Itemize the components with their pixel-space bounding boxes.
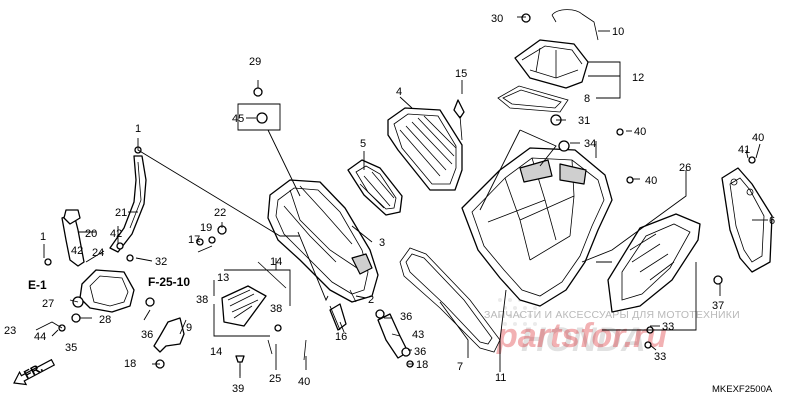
part-6-side-panel bbox=[721, 167, 773, 273]
callout-9: 9 bbox=[186, 322, 192, 334]
callout-8: 8 bbox=[584, 93, 590, 105]
callout-28: 28 bbox=[99, 314, 111, 326]
callout-38-b: 38 bbox=[270, 303, 282, 315]
callout-42-b: 42 bbox=[110, 228, 122, 240]
callout-42-a: 42 bbox=[71, 245, 83, 257]
part-26-side-cover bbox=[607, 213, 701, 313]
callout-45: 45 bbox=[232, 113, 244, 125]
watermark-caption: ЗАПЧАСТИ И АКСЕССУАРЫ ДЛЯ МОТОТЕХНИКИ bbox=[484, 309, 740, 321]
callout-19: 19 bbox=[200, 222, 212, 234]
callout-14-b: 14 bbox=[210, 346, 222, 358]
callout-numbers: 1 1 2 3 4 5 6 7 8 9 10 11 12 13 14 14 15… bbox=[4, 13, 775, 395]
callout-39: 39 bbox=[232, 383, 244, 395]
callout-34: 34 bbox=[584, 138, 596, 150]
part-9-drain-tube bbox=[153, 317, 185, 353]
callout-31: 31 bbox=[578, 115, 590, 127]
callout-10: 10 bbox=[612, 26, 624, 38]
callout-21: 21 bbox=[115, 207, 127, 219]
callout-24: 24 bbox=[92, 247, 104, 259]
parts-drawings bbox=[44, 9, 773, 376]
part-4-air-filter bbox=[387, 107, 463, 191]
ref-label-f2510: F-25-10 bbox=[148, 275, 190, 289]
callout-33-b: 33 bbox=[654, 351, 666, 363]
callout-14-a: 14 bbox=[270, 256, 282, 268]
callout-2: 2 bbox=[368, 294, 374, 306]
callout-6: 6 bbox=[769, 215, 775, 227]
callout-18-b: 18 bbox=[416, 359, 428, 371]
diagram-code: MKEXF2500A bbox=[712, 384, 773, 395]
leader-lines bbox=[35, 16, 768, 378]
callout-1-b: 1 bbox=[40, 231, 46, 243]
part-16-tube bbox=[329, 303, 347, 331]
callout-25: 25 bbox=[269, 373, 281, 385]
callout-30: 30 bbox=[491, 13, 503, 25]
callout-29: 29 bbox=[249, 56, 261, 68]
callout-40-b: 40 bbox=[634, 126, 646, 138]
watermark-logo-shadow: HONDA bbox=[521, 321, 646, 359]
callout-40-d: 40 bbox=[752, 132, 764, 144]
callout-7: 7 bbox=[457, 361, 463, 373]
front-direction-arrow: FR. bbox=[13, 358, 56, 386]
callout-5: 5 bbox=[360, 138, 366, 150]
part-3-air-cleaner-case bbox=[267, 179, 379, 303]
part-7-airbox-seal bbox=[399, 247, 501, 353]
callout-41: 41 bbox=[738, 144, 750, 156]
callout-38-a: 38 bbox=[196, 294, 208, 306]
callout-12: 12 bbox=[632, 72, 644, 84]
callout-43: 43 bbox=[412, 329, 424, 341]
callout-26: 26 bbox=[679, 162, 691, 174]
callout-27: 27 bbox=[42, 298, 54, 310]
part-10-wire-clip bbox=[551, 9, 599, 41]
part-24-drain-tank bbox=[79, 269, 135, 313]
part-21-breather-hose bbox=[109, 155, 147, 253]
callout-15: 15 bbox=[455, 68, 467, 80]
callout-20: 20 bbox=[85, 228, 97, 240]
callout-33-a: 33 bbox=[662, 321, 674, 333]
callout-16: 16 bbox=[335, 331, 347, 343]
callout-32: 32 bbox=[155, 256, 167, 268]
callout-22: 22 bbox=[214, 207, 226, 219]
part-38-grille bbox=[221, 285, 267, 327]
ref-label-e1: E-1 bbox=[28, 278, 47, 292]
watermark-logo: partsfor.ru bbox=[496, 317, 667, 355]
callout-13: 13 bbox=[217, 272, 229, 284]
callout-23: 23 bbox=[4, 325, 16, 337]
callout-36-a: 36 bbox=[141, 329, 153, 341]
callout-36-b: 36 bbox=[400, 311, 412, 323]
callout-44: 44 bbox=[34, 331, 46, 343]
part-42-clamp bbox=[63, 209, 81, 225]
watermark: ЗАПЧАСТИ И АКСЕССУАРЫ ДЛЯ МОТОТЕХНИКИ HO… bbox=[484, 298, 740, 359]
callout-17: 17 bbox=[188, 234, 200, 246]
part-8-gasket bbox=[497, 85, 569, 113]
callout-35: 35 bbox=[65, 342, 77, 354]
callout-37: 37 bbox=[712, 300, 724, 312]
callout-4: 4 bbox=[396, 86, 402, 98]
callout-40-c: 40 bbox=[645, 175, 657, 187]
part-12-upper-duct bbox=[514, 39, 589, 89]
callout-36-c: 36 bbox=[414, 346, 426, 358]
callout-11: 11 bbox=[495, 372, 506, 384]
callout-18-a: 18 bbox=[124, 358, 136, 370]
callout-3: 3 bbox=[379, 237, 385, 249]
part-5-filter-frame bbox=[347, 159, 403, 216]
callout-40-a: 40 bbox=[298, 376, 310, 388]
part-airbox-main bbox=[461, 147, 613, 307]
callout-1-a: 1 bbox=[135, 123, 141, 135]
bolts bbox=[235, 99, 465, 376]
